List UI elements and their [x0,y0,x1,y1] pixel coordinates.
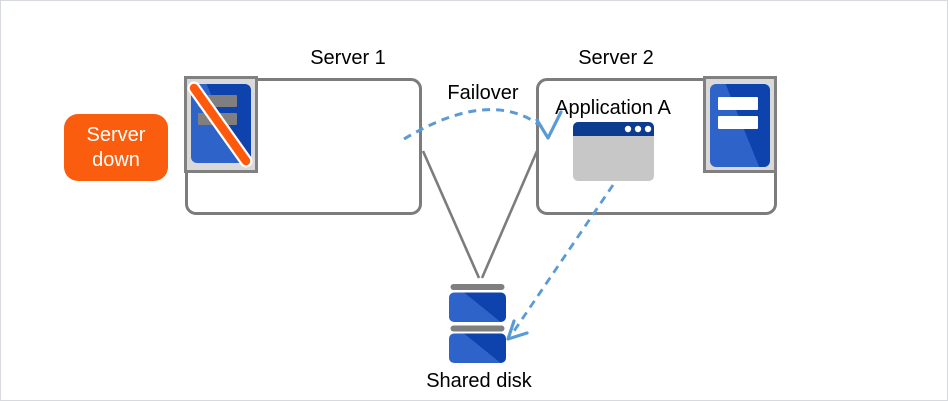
failover-arrow [403,108,543,141]
shared-disk-label: Shared disk [426,370,532,392]
server1-label: Server 1 [310,47,386,69]
application-label: Application A [555,97,671,119]
server-down-badge: Server down [64,114,168,181]
server2-label: Server 2 [578,47,654,69]
server2-icon-frame [703,76,777,173]
server2-disk-line [480,150,539,279]
shared-disk-icon [449,283,506,363]
server-down-icon [187,81,253,168]
server1-icon-frame [184,76,258,173]
server-icon [710,84,770,167]
server1-disk-line [421,150,481,279]
application-window-icon [573,122,654,181]
app-disk-arrowhead [506,319,529,341]
failover-label: Failover [447,82,519,104]
